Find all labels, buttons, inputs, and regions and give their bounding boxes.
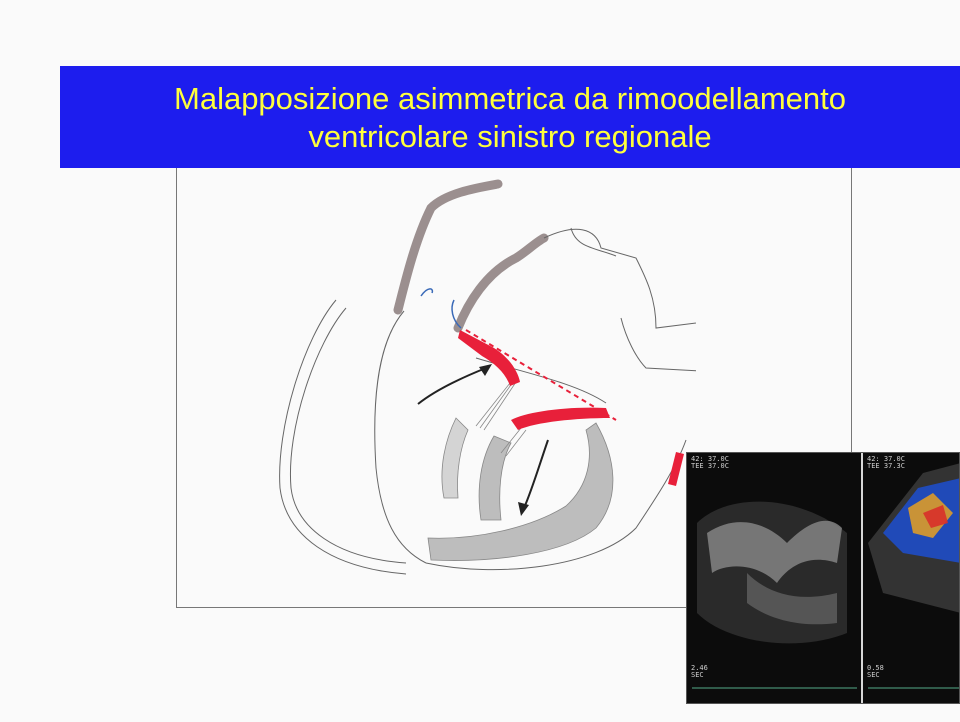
heart-diagram: [176, 168, 696, 588]
aorta-inner-wall: [458, 238, 544, 328]
title-banner: Malapposizione asimmetrica da rimoodella…: [60, 66, 960, 168]
anterior-papillary-gray: [442, 418, 468, 498]
annulus-dashed-line: [466, 330, 616, 420]
echo-left-footer: 2.46 SEC: [691, 665, 708, 679]
aortic-valve-cusp-left: [421, 289, 432, 296]
arrow-ventricular-motion: [518, 440, 548, 516]
left-atrium-outline: [544, 229, 696, 328]
chordae-anterior: [476, 382, 516, 430]
title-line-1: Malapposizione asimmetrica da rimoodella…: [60, 80, 960, 118]
lateral-wall-red: [668, 452, 684, 486]
pulmonary-vein-outline: [571, 228, 696, 373]
echo-right-header: 42: 37.0C TEE 37.3C: [867, 456, 905, 470]
anterior-mitral-leaflet-red: [458, 330, 520, 386]
echocardiogram-panel: 42: 37.0C TEE 37.0C 42: 37.0C TEE 37.3C …: [686, 452, 960, 704]
interventricular-septum: [375, 311, 426, 563]
arrow-systolic-motion: [418, 364, 492, 404]
right-ventricle-outer: [290, 308, 406, 563]
papillary-muscle-gray: [479, 436, 511, 520]
echo-left-header: 42: 37.0C TEE 37.0C: [691, 456, 729, 470]
echo-right-footer: 0.58 SEC: [867, 665, 884, 679]
title-line-2: ventricolare sinistro regionale: [60, 118, 960, 156]
echo-bmode-image: [687, 453, 861, 703]
